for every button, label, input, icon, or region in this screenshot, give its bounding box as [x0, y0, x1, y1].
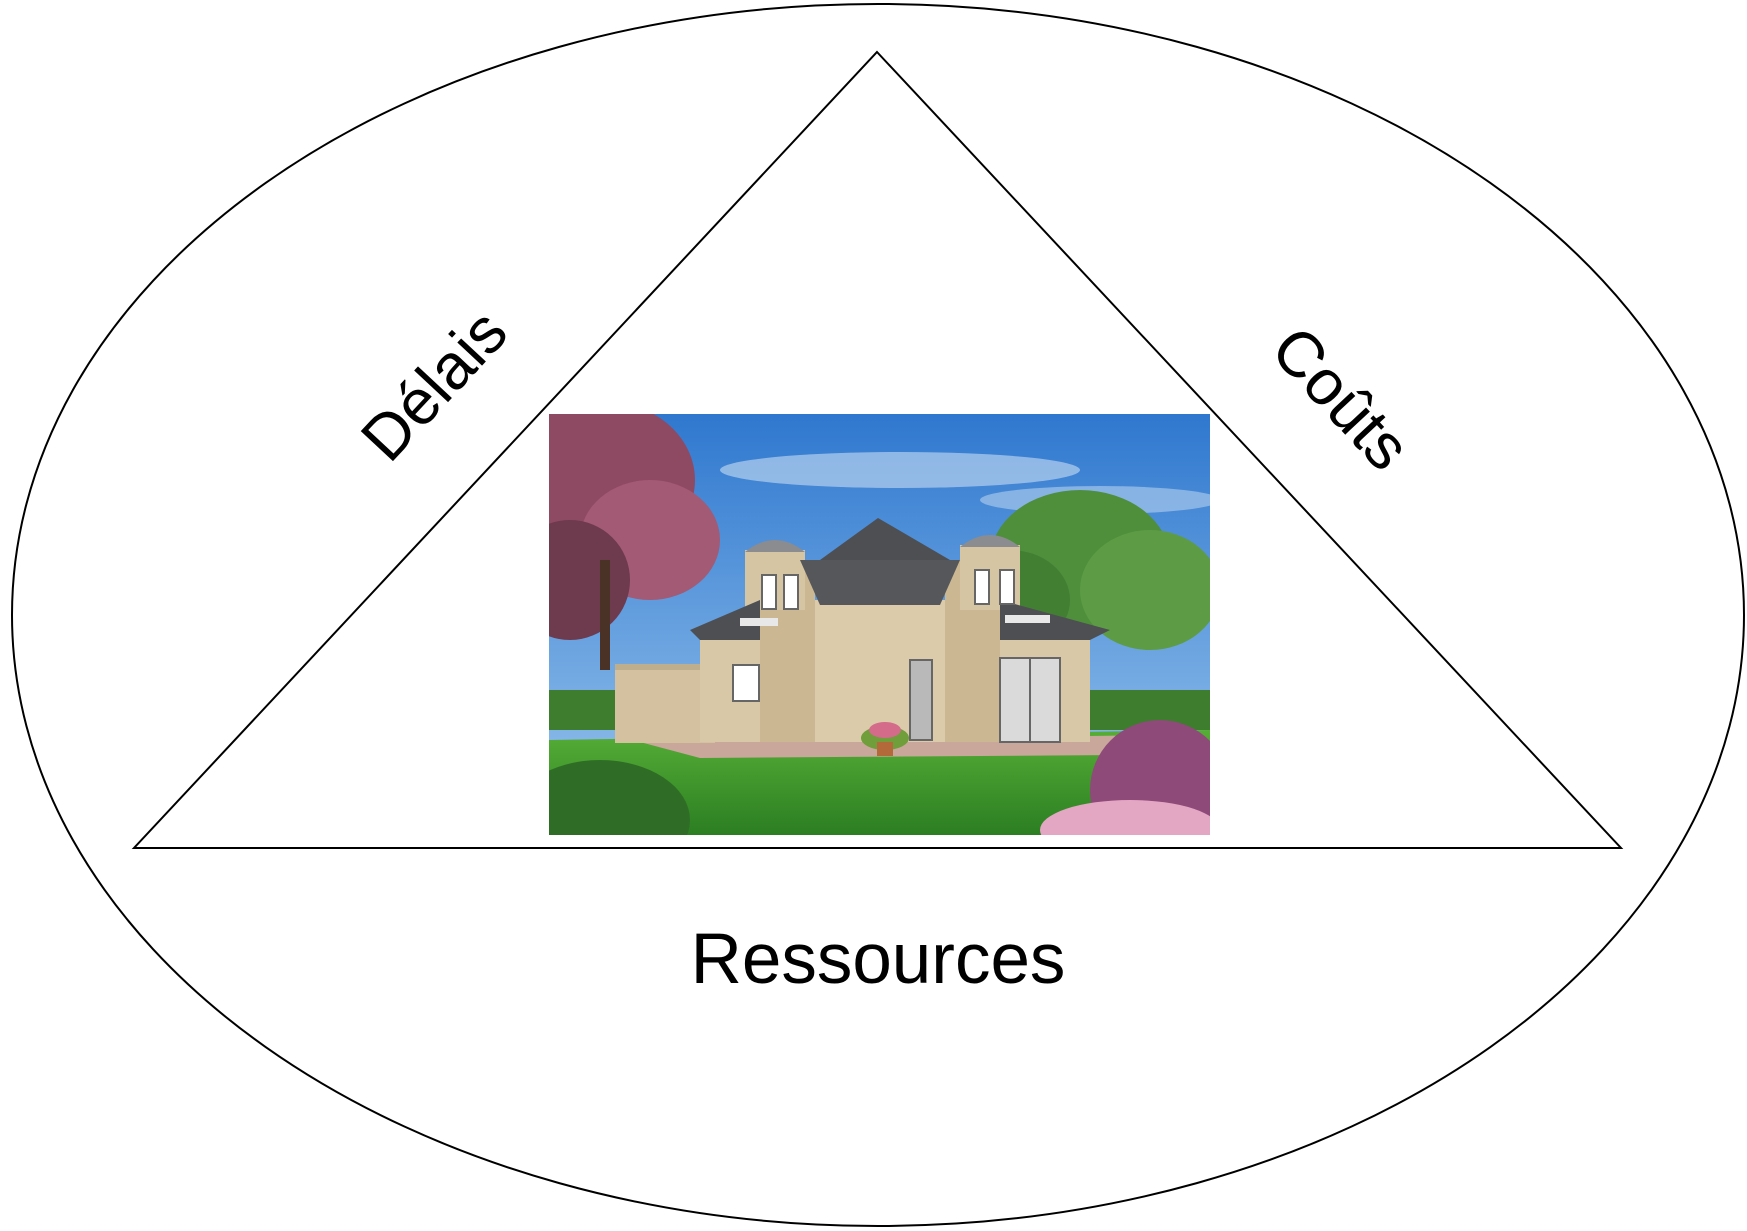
house-image — [549, 414, 1210, 835]
ressources-label: Ressources — [691, 920, 1066, 999]
delais-label: Délais — [347, 295, 521, 474]
constraint-triangle — [131, 50, 1624, 849]
couts-label: Coûts — [1258, 312, 1425, 483]
outer-ellipse — [11, 3, 1745, 1227]
